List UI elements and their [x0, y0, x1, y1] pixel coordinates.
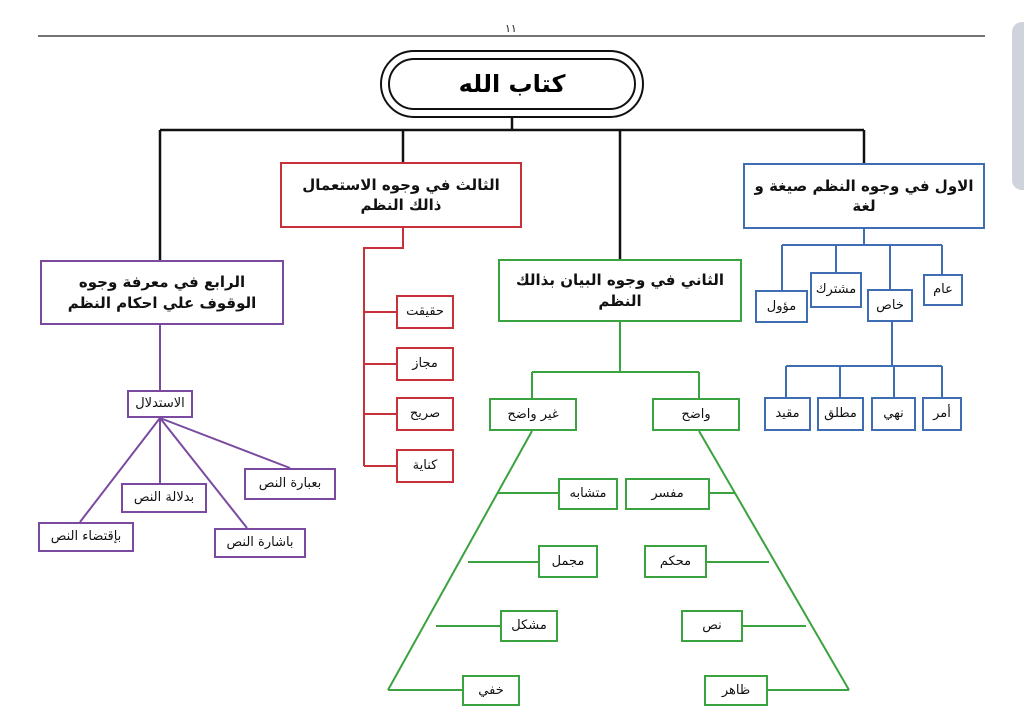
first-connectors — [781, 229, 943, 397]
dalalat-nass: بدلالة النص — [121, 483, 207, 513]
khas-mutlaq: مطلق — [817, 397, 864, 431]
unclear-khafi: خفي — [462, 675, 520, 706]
type-khas: خاص — [867, 289, 913, 322]
fourth-heading-box: الرابع في معرفة وجوه الوقوف علي احكام ال… — [40, 260, 284, 325]
side-tab — [1012, 22, 1024, 190]
isharat-nass: باشارة النص — [214, 528, 306, 558]
khas-nahy: نهي — [871, 397, 916, 431]
ibarat-nass: بعبارة النص — [244, 468, 336, 500]
third-majaz: مجاز — [396, 347, 454, 381]
unclear-box: غير واضح — [489, 398, 577, 431]
istidlal-box: الاستدلال — [127, 390, 193, 418]
third-connectors — [363, 228, 404, 467]
unclear-mutashabih: متشابه — [558, 478, 618, 510]
title-frame: كتاب الله — [380, 50, 644, 118]
root-connectors — [158, 118, 866, 260]
third-sarih: صريح — [396, 397, 454, 431]
type-aam: عام — [923, 274, 963, 306]
unclear-mujmal: مجمل — [538, 545, 598, 578]
clear-zahir: ظاهر — [704, 675, 768, 706]
first-heading-box: الاول في وجوه النظم صيغة و لغة — [743, 163, 985, 229]
page-number: ١١ — [505, 22, 517, 35]
clear-nass: نص — [681, 610, 743, 642]
clear-muhkam: محكم — [644, 545, 707, 578]
type-mushtarak: مشترك — [810, 272, 862, 308]
khas-muqayyad: مقيد — [764, 397, 811, 431]
third-kinaya: كناية — [396, 449, 454, 483]
second-heading-box: الثاني في وجوه البيان بذالك النظم — [498, 259, 742, 322]
fourth-connectors — [79, 325, 291, 529]
khas-amr: أمر — [922, 397, 962, 431]
iqtida-nass: بإقتضاء النص — [38, 522, 134, 552]
second-connectors — [387, 322, 850, 691]
type-muawwal: مؤول — [755, 290, 808, 323]
third-heading-box: الثالث في وجوه الاستعمال ذالك النظم — [280, 162, 522, 228]
title: كتاب الله — [388, 58, 636, 110]
clear-box: واضح — [652, 398, 740, 431]
clear-mufassar: مفسر — [625, 478, 710, 510]
unclear-mushkil: مشكل — [500, 610, 558, 642]
third-haqiqat: حقيقت — [396, 295, 454, 329]
